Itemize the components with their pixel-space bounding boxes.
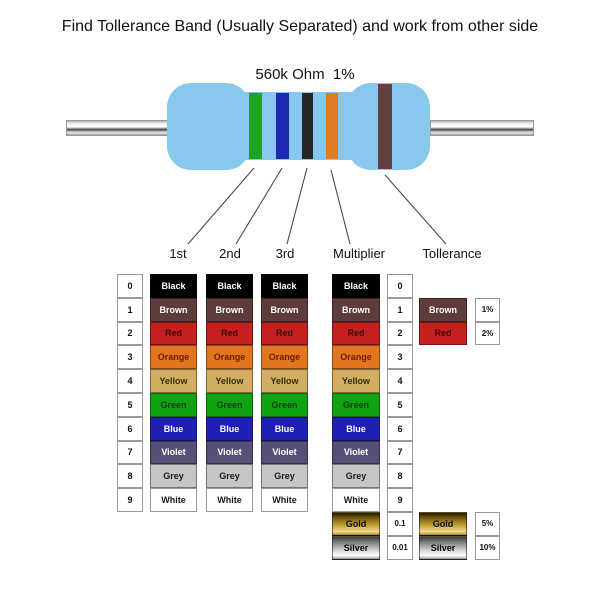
resistor-body-left-bulb bbox=[167, 83, 250, 170]
digit-cell-left-3: 3 bbox=[117, 345, 143, 370]
color-cell-3rd-orange: Orange bbox=[261, 345, 308, 370]
color-cell-1st-red: Red bbox=[150, 321, 197, 346]
digit-cell-right-6: 6 bbox=[387, 416, 413, 441]
color-cell-mult-red: Red bbox=[332, 321, 380, 346]
color-cell-mult-white: White bbox=[332, 488, 380, 512]
metal-cell-mult-silver: Silver bbox=[332, 535, 380, 560]
page-title: Find Tollerance Band (Usually Separated)… bbox=[61, 18, 539, 35]
color-cell-2nd-red: Red bbox=[206, 321, 253, 346]
color-cell-1st-violet: Violet bbox=[150, 440, 197, 465]
color-cell-2nd-blue: Blue bbox=[206, 416, 253, 441]
color-cell-mult-black: Black bbox=[332, 274, 380, 298]
digit-cell-left-9: 9 bbox=[117, 488, 143, 512]
color-cell-1st-green: Green bbox=[150, 393, 197, 417]
header-3rd: 3rd bbox=[275, 246, 295, 261]
color-cell-2nd-brown: Brown bbox=[206, 297, 253, 322]
color-cell-2nd-black: Black bbox=[206, 274, 253, 298]
resistor-band-orange bbox=[326, 93, 338, 159]
color-cell-3rd-grey: Grey bbox=[261, 464, 308, 489]
digit-cell-left-6: 6 bbox=[117, 416, 143, 441]
tolerance-value-cell-brown: 1% bbox=[475, 297, 500, 322]
digit-cell-right-1: 1 bbox=[387, 297, 413, 322]
pointer-line-tolerance bbox=[384, 174, 447, 245]
header-2nd: 2nd bbox=[219, 246, 241, 261]
metal-cell-tol-gold: Gold bbox=[419, 512, 467, 536]
tolerance-value-cell-gold: 5% bbox=[475, 512, 500, 536]
pointer-line-1st bbox=[187, 167, 255, 245]
digit-cell-right-7: 7 bbox=[387, 440, 413, 465]
digit-cell-right-9: 9 bbox=[387, 488, 413, 512]
resistor-lead-left bbox=[66, 120, 170, 136]
metal-cell-tol-silver: Silver bbox=[419, 535, 467, 560]
multiplier-value-cell-silver: 0.01 bbox=[387, 535, 413, 560]
color-cell-mult-blue: Blue bbox=[332, 416, 380, 441]
color-cell-mult-violet: Violet bbox=[332, 440, 380, 465]
color-cell-3rd-white: White bbox=[261, 488, 308, 512]
color-cell-1st-orange: Orange bbox=[150, 345, 197, 370]
color-cell-1st-white: White bbox=[150, 488, 197, 512]
color-cell-2nd-violet: Violet bbox=[206, 440, 253, 465]
color-cell-3rd-black: Black bbox=[261, 274, 308, 298]
color-cell-2nd-white: White bbox=[206, 488, 253, 512]
color-cell-mult-yellow: Yellow bbox=[332, 369, 380, 393]
color-cell-3rd-red: Red bbox=[261, 321, 308, 346]
color-cell-2nd-grey: Grey bbox=[206, 464, 253, 489]
resistor-band-green bbox=[249, 93, 262, 159]
digit-cell-right-8: 8 bbox=[387, 464, 413, 489]
digit-cell-left-7: 7 bbox=[117, 440, 143, 465]
color-cell-3rd-violet: Violet bbox=[261, 440, 308, 465]
resistor-value-label: 560k Ohm 1% bbox=[255, 66, 355, 83]
color-cell-1st-yellow: Yellow bbox=[150, 369, 197, 393]
pointer-line-2nd bbox=[235, 167, 283, 245]
digit-cell-right-3: 3 bbox=[387, 345, 413, 370]
color-cell-1st-blue: Blue bbox=[150, 416, 197, 441]
digit-cell-left-4: 4 bbox=[117, 369, 143, 393]
resistor-band-blue bbox=[276, 93, 289, 159]
resistor-band-black bbox=[302, 93, 313, 159]
digit-cell-right-0: 0 bbox=[387, 274, 413, 298]
color-cell-2nd-yellow: Yellow bbox=[206, 369, 253, 393]
digit-cell-left-5: 5 bbox=[117, 393, 143, 417]
metal-cell-mult-gold: Gold bbox=[332, 512, 380, 536]
pointer-line-3rd bbox=[286, 167, 308, 245]
color-cell-3rd-yellow: Yellow bbox=[261, 369, 308, 393]
color-cell-1st-brown: Brown bbox=[150, 297, 197, 322]
color-cell-3rd-green: Green bbox=[261, 393, 308, 417]
color-cell-tol-red: Red bbox=[419, 321, 467, 346]
color-cell-1st-grey: Grey bbox=[150, 464, 197, 489]
pointer-line-multiplier bbox=[330, 169, 351, 245]
color-cell-tol-brown: Brown bbox=[419, 297, 467, 322]
color-cell-3rd-brown: Brown bbox=[261, 297, 308, 322]
resistor-lead-right bbox=[430, 120, 534, 136]
digit-cell-right-5: 5 bbox=[387, 393, 413, 417]
digit-cell-left-0: 0 bbox=[117, 274, 143, 298]
digit-cell-left-1: 1 bbox=[117, 297, 143, 322]
color-cell-1st-black: Black bbox=[150, 274, 197, 298]
color-cell-mult-orange: Orange bbox=[332, 345, 380, 370]
digit-cell-left-8: 8 bbox=[117, 464, 143, 489]
color-cell-mult-grey: Grey bbox=[332, 464, 380, 489]
resistor-band-brown bbox=[378, 84, 392, 169]
digit-cell-right-4: 4 bbox=[387, 369, 413, 393]
multiplier-value-cell-gold: 0.1 bbox=[387, 512, 413, 536]
color-cell-2nd-orange: Orange bbox=[206, 345, 253, 370]
color-cell-mult-green: Green bbox=[332, 393, 380, 417]
digit-cell-left-2: 2 bbox=[117, 321, 143, 346]
digit-cell-right-2: 2 bbox=[387, 321, 413, 346]
color-cell-mult-brown: Brown bbox=[332, 297, 380, 322]
tolerance-value-cell-red: 2% bbox=[475, 321, 500, 346]
header-tolerance: Tollerance bbox=[422, 246, 482, 261]
header-multiplier: Multiplier bbox=[332, 246, 385, 261]
header-1st: 1st bbox=[169, 246, 187, 261]
color-cell-2nd-green: Green bbox=[206, 393, 253, 417]
tolerance-value-cell-silver: 10% bbox=[475, 535, 500, 560]
color-cell-3rd-blue: Blue bbox=[261, 416, 308, 441]
